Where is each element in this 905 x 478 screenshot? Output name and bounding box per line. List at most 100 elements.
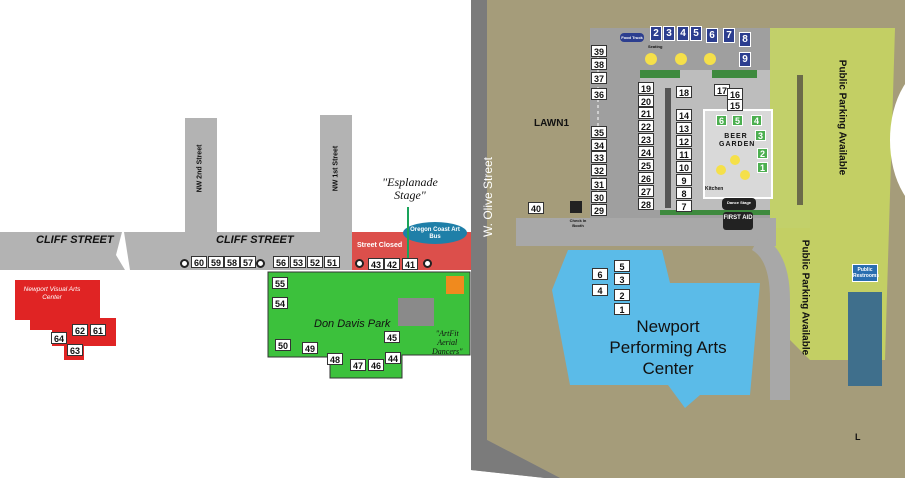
booth-46[interactable]: 46 [368,359,384,371]
booth-12[interactable]: 12 [676,135,692,147]
booth-53[interactable]: 53 [290,256,306,268]
nvac-label: Newport Visual Arts Center [23,286,81,301]
booth-23[interactable]: 23 [638,133,654,145]
booth-35[interactable]: 35 [591,126,607,138]
booth-51[interactable]: 51 [324,256,340,268]
booth-32[interactable]: 32 [591,164,607,176]
booth-1[interactable]: 1 [757,162,768,173]
booth-4[interactable]: 4 [592,284,608,296]
booth-50[interactable]: 50 [275,339,291,351]
booth-36[interactable]: 36 [591,88,607,100]
booth-29[interactable]: 29 [591,204,607,216]
seating-table [675,53,687,65]
nw-1st-street-label: NW 1st Street [332,145,340,192]
booth-5[interactable]: 5 [614,260,630,272]
ring-marker-icon [355,259,364,268]
booth-43[interactable]: 43 [368,258,384,270]
booth-55[interactable]: 55 [272,277,288,289]
booth-2[interactable]: 2 [757,148,768,159]
booth-14[interactable]: 14 [676,109,692,121]
booth-40[interactable]: 40 [528,202,544,214]
public-parking-label-1: Public Parking Available [836,59,848,176]
booth-5[interactable]: 5 [690,26,702,41]
booth-49[interactable]: 49 [302,342,318,354]
booth-10[interactable]: 10 [676,161,692,173]
booth-34[interactable]: 34 [591,139,607,151]
booth-21[interactable]: 21 [638,107,654,119]
booth-19[interactable]: 19 [638,82,654,94]
booth-39[interactable]: 39 [591,45,607,57]
seating-table [716,165,726,175]
booth-4[interactable]: 4 [677,26,689,41]
booth-31[interactable]: 31 [591,178,607,190]
booth-48[interactable]: 48 [327,353,343,365]
booth-9[interactable]: 9 [676,174,692,186]
seating-table [704,53,716,65]
public-parking-label-2: Public Parking Available [799,239,811,356]
booth-6[interactable]: 6 [716,115,727,126]
booth-30[interactable]: 30 [591,191,607,203]
ring-marker-icon [256,259,265,268]
booth-63[interactable]: 63 [67,344,83,356]
booth-38[interactable]: 38 [591,58,607,70]
booth-33[interactable]: 33 [591,151,607,163]
booth-26[interactable]: 26 [638,172,654,184]
booth-37[interactable]: 37 [591,72,607,84]
booth-27[interactable]: 27 [638,185,654,197]
booth-28[interactable]: 28 [638,198,654,210]
booth-8[interactable]: 8 [739,32,751,47]
booth-5[interactable]: 5 [732,115,743,126]
seating-table [740,170,750,180]
artfit-line-3: Dancers" [432,347,463,356]
booth-9[interactable]: 9 [739,52,751,67]
booth-60[interactable]: 60 [191,256,207,268]
booth-57[interactable]: 57 [240,256,256,268]
booth-11[interactable]: 11 [676,148,692,160]
booth-41[interactable]: 41 [402,258,418,270]
booth-18[interactable]: 18 [676,86,692,98]
booth-6[interactable]: 6 [592,268,608,280]
booth-2[interactable]: 2 [614,289,630,301]
booth-47[interactable]: 47 [350,359,366,371]
booth-42[interactable]: 42 [384,258,400,270]
booth-3[interactable]: 3 [614,273,630,285]
booth-15[interactable]: 15 [727,99,743,111]
booth-3[interactable]: 3 [755,130,766,141]
booth-62[interactable]: 62 [72,324,88,336]
street-closed-label: Street Closed [357,242,403,249]
booth-45[interactable]: 45 [384,331,400,343]
npac-line-2: Performing Arts [609,338,727,357]
booth-3[interactable]: 3 [663,26,675,41]
booth-13[interactable]: 13 [676,122,692,134]
ring-marker-icon [180,259,189,268]
booth-59[interactable]: 59 [208,256,224,268]
dance-stage-label: Dance Stage [726,200,751,205]
beer-garden-label: BEER GARDEN [719,133,756,148]
nw-2nd-street-label: NW 2nd Street [196,144,204,193]
artfit-callout: "ArtFit Aerial Dancers" [432,329,462,356]
booth-56[interactable]: 56 [273,256,289,268]
booth-58[interactable]: 58 [224,256,240,268]
booth-7[interactable]: 7 [676,200,692,212]
booth-24[interactable]: 24 [638,146,654,158]
booth-20[interactable]: 20 [638,95,654,107]
booth-8[interactable]: 8 [676,187,692,199]
booth-1[interactable]: 1 [614,303,630,315]
check-in-label: Check In Booth [569,218,587,228]
kitchen-label: Kitchen [705,186,724,192]
esplanade-stage-callout: "Esplanade Stage" [382,175,438,202]
booth-2[interactable]: 2 [650,26,662,41]
booth-52[interactable]: 52 [307,256,323,268]
booth-7[interactable]: 7 [723,28,735,43]
npac-line-1: Newport [636,317,700,336]
booth-54[interactable]: 54 [272,297,288,309]
booth-22[interactable]: 22 [638,120,654,132]
booth-64[interactable]: 64 [51,332,67,344]
booth-44[interactable]: 44 [385,352,401,364]
booth-6[interactable]: 6 [706,28,718,43]
booth-61[interactable]: 61 [90,324,106,336]
cliff-street-right-label: CLIFF STREET [216,234,294,246]
booth-25[interactable]: 25 [638,159,654,171]
booth-4[interactable]: 4 [751,115,762,126]
